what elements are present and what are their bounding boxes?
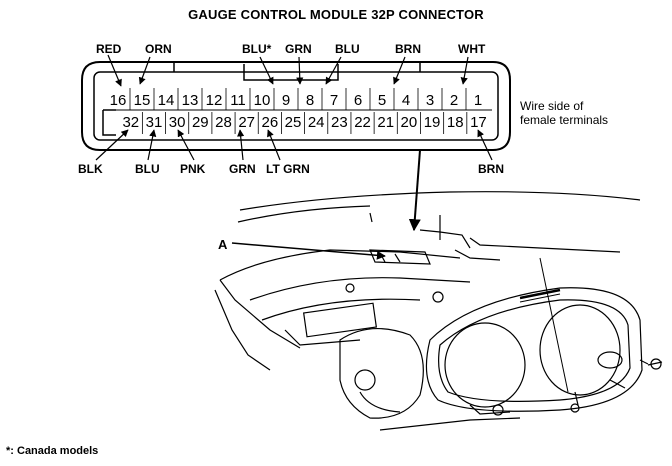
wire-side-note-line2: female terminals [520, 113, 609, 127]
pin-top-2: 2 [450, 92, 458, 109]
wire-label-grn: GRN [285, 42, 312, 56]
wire-side-note: Wire side of female terminals [520, 99, 608, 127]
connector-body [81, 61, 511, 151]
callout-a-leader [231, 242, 386, 260]
pin-top-3: 3 [426, 92, 434, 109]
callout-a-label: A [218, 237, 228, 252]
pin-bottom-29: 29 [192, 114, 209, 131]
pin-top-15: 15 [134, 92, 151, 109]
wire-label-blk: BLK [78, 162, 103, 176]
pin-top-14: 14 [158, 92, 175, 109]
pin-bottom-30: 30 [169, 114, 186, 131]
wire-label-red: RED [96, 42, 122, 56]
wire-label-orn: ORN [145, 42, 172, 56]
wire-label-blu-bottom: BLU [135, 162, 160, 176]
bottom-leader-lines [95, 129, 493, 161]
pin-top-16: 16 [110, 92, 127, 109]
pin-top-13: 13 [182, 92, 199, 109]
pin-top-5: 5 [378, 92, 386, 109]
wire-label-grn-bottom: GRN [229, 162, 256, 176]
dashboard-illustration [214, 191, 663, 431]
pin-top-1: 1 [474, 92, 482, 109]
pin-bottom-28: 28 [215, 114, 232, 131]
pin-bottom-31: 31 [146, 114, 163, 131]
pin-bottom-32: 32 [122, 114, 139, 131]
wire-label-blu: BLU [335, 42, 360, 56]
wire-label-lt-grn: LT GRN [266, 162, 310, 176]
pin-bottom-23: 23 [331, 114, 348, 131]
pin-top-4: 4 [402, 92, 410, 109]
wire-label-brn-top: BRN [395, 42, 421, 56]
connector-location-arrow [408, 149, 421, 232]
pin-bottom-25: 25 [285, 114, 302, 131]
pin-bottom-20: 20 [401, 114, 418, 131]
wire-side-note-line1: Wire side of [520, 99, 584, 113]
wire-label-blu-canada: BLU* [242, 42, 272, 56]
pin-bottom-21: 21 [377, 114, 394, 131]
pin-bottom-19: 19 [424, 114, 441, 131]
pin-bottom-17: 17 [470, 114, 487, 131]
pin-top-10: 10 [254, 92, 271, 109]
pin-bottom-24: 24 [308, 114, 325, 131]
pin-top-7: 7 [330, 92, 338, 109]
wire-label-brn-bottom: BRN [478, 162, 504, 176]
wire-label-wht: WHT [458, 42, 486, 56]
diagram-title: GAUGE CONTROL MODULE 32P CONNECTOR [188, 7, 484, 22]
pin-bottom-27: 27 [238, 114, 255, 131]
top-leader-lines [107, 54, 469, 87]
wire-label-pnk: PNK [180, 162, 206, 176]
footnote: *: Canada models [6, 445, 99, 457]
pin-dividers [129, 88, 468, 134]
pin-top-8: 8 [306, 92, 314, 109]
pin-top-6: 6 [354, 92, 362, 109]
pin-bottom-26: 26 [261, 114, 278, 131]
pin-bottom-22: 22 [354, 114, 371, 131]
pin-bottom-18: 18 [447, 114, 464, 131]
pin-top-12: 12 [206, 92, 223, 109]
pin-top-11: 11 [230, 92, 246, 109]
pin-top-9: 9 [282, 92, 290, 109]
